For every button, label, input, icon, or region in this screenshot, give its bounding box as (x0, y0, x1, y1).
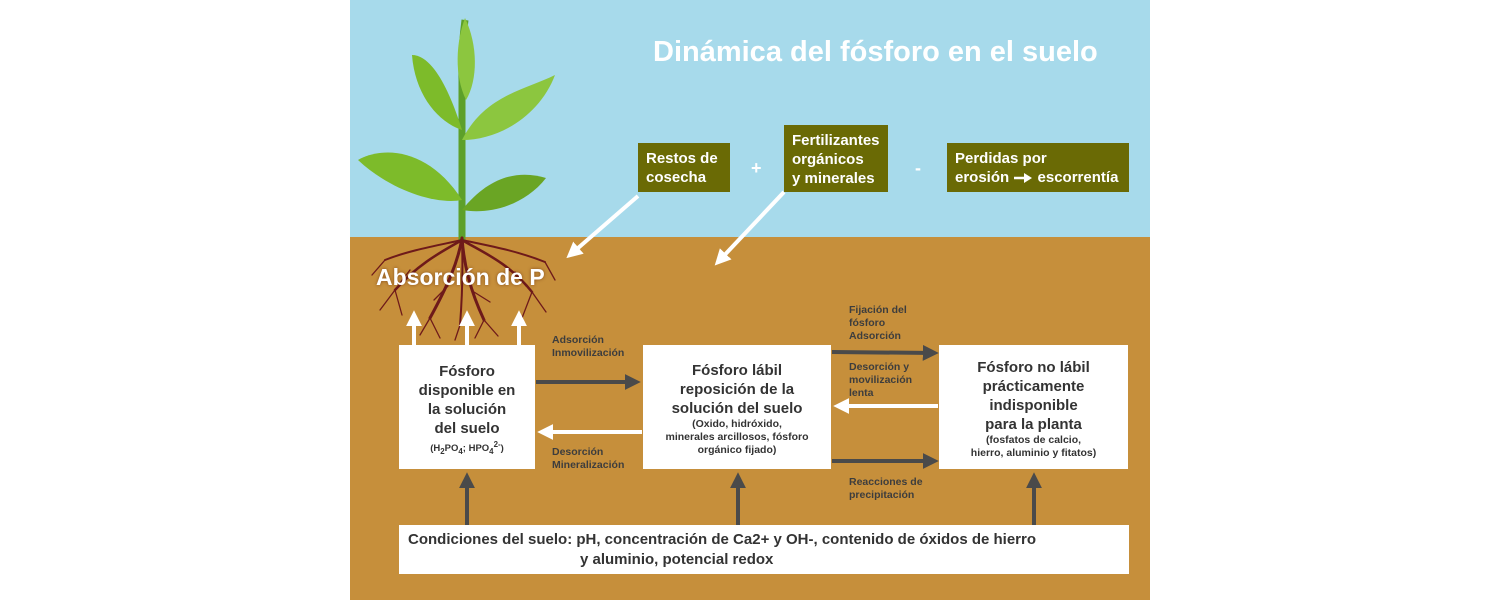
box-fosforo-disponible: Fósforo disponible en la solución del su… (399, 345, 535, 469)
input-arrow-restos (566, 194, 640, 259)
diagram-title: Dinámica del fósforo en el suelo (653, 36, 1098, 68)
minus-sign: - (915, 158, 921, 178)
label-adsorcion: Adsorción Inmovilización (552, 334, 625, 359)
diagram-graphics (358, 18, 1042, 525)
plant-roots (371, 236, 556, 341)
plus-sign: + (751, 158, 762, 178)
conditions-line1: Condiciones del suelo: pH, concentración… (408, 531, 1037, 548)
perdidas-escorrentia: escorrentía (1037, 169, 1119, 186)
perdidas-line1: Perdidas por (955, 150, 1047, 167)
box-restos-cosecha: Restos de cosecha (638, 143, 730, 192)
arrow-right-icon (1014, 173, 1033, 184)
disponible-formula: (H2PO4; HPO42-) (430, 440, 504, 457)
perdidas-erosion: erosión (955, 169, 1010, 186)
no-labil-detail: (fosfatos de calcio, hierro, aluminio y … (970, 434, 1097, 459)
box-perdidas: Perdidas por erosión escorrentía (947, 143, 1129, 192)
box-fosforo-no-labil: Fósforo no lábil prácticamente indisponi… (939, 345, 1128, 469)
conditions-line2: y aluminio, potencial redox (580, 551, 774, 568)
label-desorcion: Desorción Mineralización (552, 446, 625, 471)
label-fijacion: Fijación del fósforo Adsorción (849, 304, 907, 342)
soil-conditions-box: Condiciones del suelo: pH, concentración… (399, 525, 1129, 574)
label-desorcion-lenta: Desorción y movilización lenta (849, 361, 913, 399)
disponible-title: Fósforo disponible en la solución del su… (418, 363, 516, 437)
labil-title: Fósforo lábil reposición de la solución … (671, 362, 803, 417)
label-reacciones: Reacciones de precipitación (849, 476, 923, 501)
labil-detail: (Oxido, hidróxido, minerales arcillosos,… (665, 418, 809, 456)
diagram-canvas: Dinámica del fósforo en el suelo Restos … (350, 0, 1150, 600)
box-fosforo-labil: Fósforo lábil reposición de la solución … (643, 345, 831, 469)
box-fertilizantes: Fertilizantes orgánicos y minerales (784, 125, 888, 192)
input-arrow-fertilizantes (714, 190, 786, 266)
arrow-fijacion (831, 344, 939, 361)
absorption-label: Absorción de P (376, 264, 545, 290)
no-labil-title: Fósforo no lábil prácticamente indisponi… (977, 359, 1090, 433)
plant-illustration (358, 18, 555, 240)
